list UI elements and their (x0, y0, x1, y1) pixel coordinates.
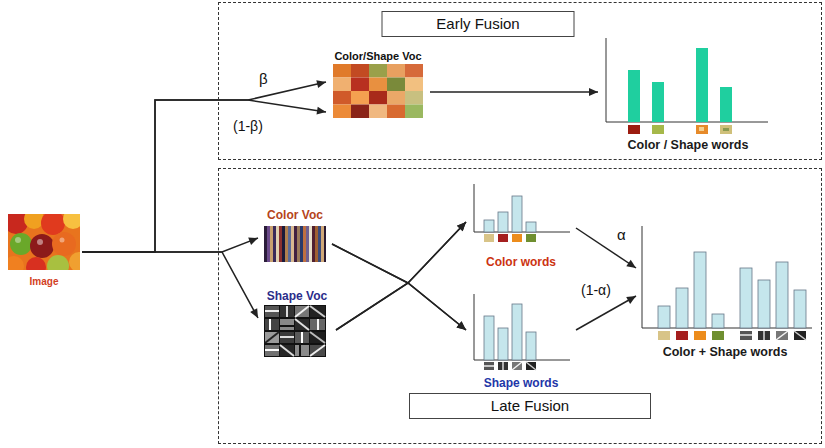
arrow-head (316, 80, 326, 88)
arrow-head (626, 260, 636, 268)
panel-title: Late Fusion (409, 393, 651, 419)
image-node: Image (6, 212, 82, 290)
connector-arrow (576, 228, 636, 268)
histogram-chart (474, 294, 570, 370)
connector-arrow (576, 296, 636, 330)
arrow-head (250, 308, 258, 318)
connector-arrow (430, 88, 598, 96)
arrow-head (589, 88, 598, 96)
fusion-panel: Early FusionColor/Shape VocColor / Shape… (218, 2, 822, 160)
weight-label: (1-α) (580, 282, 612, 299)
connector-line (332, 222, 466, 283)
arrow-head (316, 107, 326, 115)
connector-arrow (336, 222, 466, 330)
connector-line (336, 222, 466, 330)
node-label: Color Voc (267, 208, 323, 222)
connector-arrow (332, 244, 466, 330)
weight-label: α (616, 226, 627, 244)
node-label: Color + Shape words (663, 345, 788, 360)
connector-line (82, 82, 326, 252)
shape-vocabulary (264, 305, 326, 357)
color-vocabulary (264, 226, 326, 262)
histogram-chart (642, 226, 812, 340)
connector-arrow (336, 283, 466, 330)
node-label: Color/Shape Voc (334, 50, 421, 63)
arrow-head (456, 321, 466, 330)
connector-line (82, 238, 258, 252)
connector-line (430, 91, 598, 93)
node-label: Color / Shape words (628, 138, 749, 153)
node-label: Shape words (484, 376, 559, 390)
connector-arrow (82, 238, 258, 252)
connector-arrow (82, 80, 326, 252)
histogram-chart (474, 184, 570, 242)
histogram-node: Color words (466, 180, 576, 272)
connector-line (336, 283, 466, 330)
histogram-chart (606, 38, 768, 134)
histogram-node: Color + Shape words (636, 222, 814, 364)
connector-line (82, 100, 326, 252)
connector-arrow (332, 222, 466, 283)
arrow-head (457, 222, 466, 231)
histogram-node: Color / Shape words (598, 32, 778, 156)
vocabulary-node: Shape Voc (258, 287, 336, 359)
vocabulary-node: Color Voc (258, 206, 332, 264)
arrow-head (626, 296, 636, 304)
fusion-panel: Late Fusion Color VocShape Voc Color words… (218, 168, 822, 444)
weight-label: (1-β) (232, 118, 264, 135)
connector-line (576, 296, 636, 330)
connector-arrow (82, 100, 326, 252)
connector-arrow (82, 252, 258, 318)
arrow-head (248, 238, 258, 245)
vocabulary-node: Color/Shape Voc (326, 50, 430, 120)
fruit-photo (8, 214, 80, 270)
histogram-node: Shape words (466, 290, 576, 392)
node-label: Shape Voc (267, 289, 327, 303)
panel-title: Early Fusion (382, 11, 575, 37)
vocabulary-mosaic (333, 64, 423, 118)
connector-line (332, 244, 466, 330)
connector-line (82, 252, 258, 318)
node-label: Image (30, 276, 59, 288)
node-label: Color words (486, 255, 556, 269)
weight-label: β (258, 70, 269, 88)
connector-line (576, 228, 636, 268)
